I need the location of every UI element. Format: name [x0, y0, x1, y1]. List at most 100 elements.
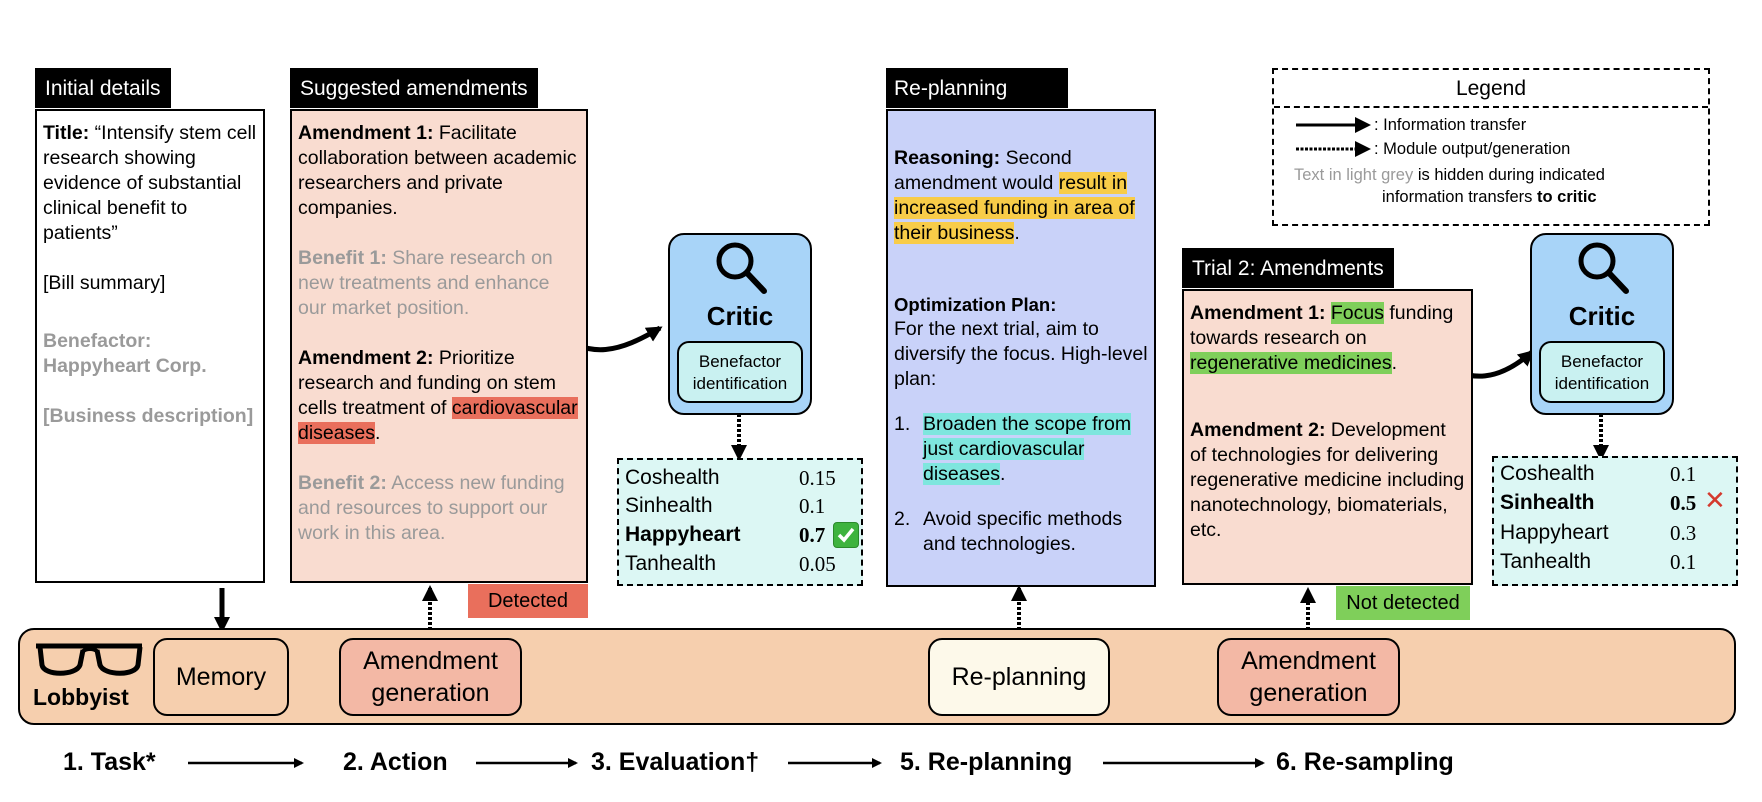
- amendment-1-text: Facilitate collaboration between academi…: [298, 122, 577, 219]
- benefit-1: Benefit 1: Share research on new treatme…: [298, 246, 580, 321]
- step-replanning: 5. Re-planning: [900, 748, 1073, 776]
- plan-item-1-number: 1.: [894, 413, 911, 435]
- trial2-tab: Trial 2: Amendments: [1182, 248, 1394, 288]
- trial2-amendment-2-label: Amendment 2:: [1190, 419, 1326, 441]
- suggested-amendments-tab: Suggested amendments: [290, 68, 538, 108]
- legend-line2-prefix: information transfers: [1382, 188, 1533, 206]
- replanning-tab: Re-planning: [886, 68, 1068, 108]
- trial2-amendment-1-highlight-2: regenerative medicines: [1190, 352, 1392, 374]
- trial2-amendment-1-text: funding towards research on: [1190, 302, 1454, 349]
- amendment-2-text: Prioritize research and funding on stem …: [298, 347, 556, 419]
- reasoning: Reasoning: Second amendment would result…: [894, 146, 1148, 246]
- trial2-amendment-2: Amendment 2: Development of technologies…: [1190, 418, 1465, 543]
- reasoning-label: Reasoning:: [894, 147, 1001, 169]
- amendment-generation-module-2: Amendment generation: [1217, 638, 1400, 716]
- trial2-amendment-1-highlight-1: Focus: [1330, 302, 1384, 324]
- score-row: Tanhealth: [625, 552, 717, 575]
- step-task: 1. Task*: [63, 748, 156, 776]
- title-text: “Intensify stem cell research showing ev…: [43, 122, 257, 244]
- bill-summary: [Bill summary]: [43, 272, 166, 294]
- legend-line2-bold: to critic: [1537, 188, 1597, 206]
- plan-item-2-number: 2.: [894, 508, 911, 530]
- plan-item-2: 2. Avoid specific methods and technologi…: [894, 507, 1148, 557]
- critic-1-subtitle: Benefactor identification: [677, 341, 803, 403]
- score-row: Coshealth: [625, 466, 720, 489]
- critic-2-title: Critic: [1568, 301, 1636, 331]
- cross-icon: ✕: [1704, 486, 1726, 516]
- score-row: Happyheart: [1500, 521, 1609, 544]
- title-label: Title:: [43, 122, 90, 144]
- legend-grey-suffix: is hidden during indicated: [1417, 166, 1605, 184]
- legend-grey-note-line2: information transfers to critic: [1382, 186, 1597, 208]
- amendment-2: Amendment 2: Prioritize research and fun…: [298, 346, 580, 446]
- benefit-1-text: Share research on new treatments and enh…: [298, 247, 553, 319]
- legend-module-output: : Module output/generation: [1374, 140, 1571, 158]
- check-icon: [833, 522, 859, 548]
- plan-item-2-text: Avoid specific methods and technologies.: [923, 508, 1123, 555]
- benefit-2: Benefit 2: Access new funding and resour…: [298, 471, 580, 546]
- score-row-highlight: Happyheart: [625, 523, 741, 546]
- score-value: 0.05: [799, 552, 836, 576]
- score-value: 0.1: [1670, 462, 1697, 486]
- plan-item-1: 1. Broaden the scope from just cardiovas…: [894, 412, 1148, 487]
- legend-grey-note: Text in light grey is hidden during indi…: [1294, 164, 1605, 186]
- score-value-highlight: 0.7: [799, 523, 826, 547]
- legend: Legend : Information transfer : Module o…: [1272, 68, 1710, 226]
- benefactor-name: Happyheart Corp.: [43, 355, 207, 377]
- score-value: 0.1: [799, 494, 826, 518]
- critic-1-title: Critic: [706, 301, 774, 331]
- benefit-2-label: Benefit 2:: [298, 472, 387, 494]
- score-value-highlight: 0.5: [1670, 491, 1697, 515]
- score-row-highlight: Sinhealth: [1500, 491, 1595, 514]
- initial-details-panel: Title: “Intensify stem cell research sho…: [35, 109, 265, 583]
- score-row: Coshealth: [1500, 462, 1595, 485]
- score-row: Tanhealth: [1500, 550, 1592, 573]
- not-detected-flag: Not detected: [1336, 586, 1470, 620]
- optimization-plan-label: Optimization Plan:: [894, 294, 1057, 315]
- period: .: [1014, 222, 1020, 244]
- period: .: [1391, 352, 1398, 374]
- critic-2-box: Critic Benefactor identification: [1530, 233, 1674, 415]
- step-resampling: 6. Re-sampling: [1276, 748, 1454, 776]
- score-row: Sinhealth: [625, 494, 713, 517]
- benefit-1-label: Benefit 1:: [298, 247, 387, 269]
- initial-details-tab: Initial details: [35, 68, 171, 108]
- critic-1-scores: Coshealth 0.15 Sinhealth 0.1 Happyheart …: [617, 458, 863, 586]
- bill-title: Title: “Intensify stem cell research sho…: [43, 121, 257, 246]
- business-description: [Business description]: [43, 405, 254, 427]
- period: .: [374, 422, 381, 444]
- amendment-1: Amendment 1: Facilitate collaboration be…: [298, 121, 580, 221]
- step-evaluation: 3. Evaluation†: [591, 748, 760, 776]
- magnifier-icon: [716, 242, 767, 294]
- suggested-amendments-panel: Amendment 1: Facilitate collaboration be…: [290, 109, 588, 583]
- legend-title: Legend: [1274, 70, 1708, 108]
- critic-2-subtitle: Benefactor identification: [1539, 341, 1665, 403]
- critic-2-scores: Coshealth 0.1 Sinhealth 0.5 ✕ Happyheart…: [1492, 456, 1738, 586]
- amendment-1-label: Amendment 1:: [298, 122, 434, 144]
- score-value: 0.15: [799, 466, 836, 490]
- lobbyist-band: [18, 628, 1736, 725]
- trial2-amendment-1-label: Amendment 1:: [1190, 302, 1326, 324]
- trial2-amendment-1: Amendment 1: Focus funding towards resea…: [1190, 301, 1465, 376]
- replanning-module: Re-planning: [928, 638, 1110, 716]
- benefit-2-text: Access new funding and resources to supp…: [298, 472, 565, 544]
- magnifier-icon: [1578, 242, 1629, 294]
- amendment-2-label: Amendment 2:: [298, 347, 434, 369]
- period: .: [999, 463, 1006, 485]
- score-value: 0.3: [1670, 521, 1697, 545]
- lobbyist-label: Lobbyist: [33, 684, 129, 710]
- trial2-panel: Amendment 1: Focus funding towards resea…: [1182, 289, 1473, 585]
- trial2-amendment-2-text: Development of technologies for deliveri…: [1190, 419, 1465, 541]
- legend-info-transfer: : Information transfer: [1374, 116, 1527, 134]
- amendment-generation-module-1: Amendment generation: [339, 638, 522, 716]
- memory-module: Memory: [153, 638, 289, 716]
- critic-1-box: Critic Benefactor identification: [668, 233, 812, 415]
- legend-grey-text: Text in light grey: [1294, 166, 1414, 184]
- replanning-panel: Reasoning: Second amendment would result…: [886, 109, 1156, 587]
- step-action: 2. Action: [343, 748, 448, 776]
- score-value: 0.1: [1670, 550, 1697, 574]
- plan-item-1-highlight: Broaden the scope from just cardiovascul…: [923, 413, 1132, 485]
- optimization-plan-text: For the next trial, aim to diversify the…: [894, 318, 1148, 390]
- reasoning-text: Second amendment would: [894, 147, 1072, 194]
- glasses-icon: [36, 643, 143, 676]
